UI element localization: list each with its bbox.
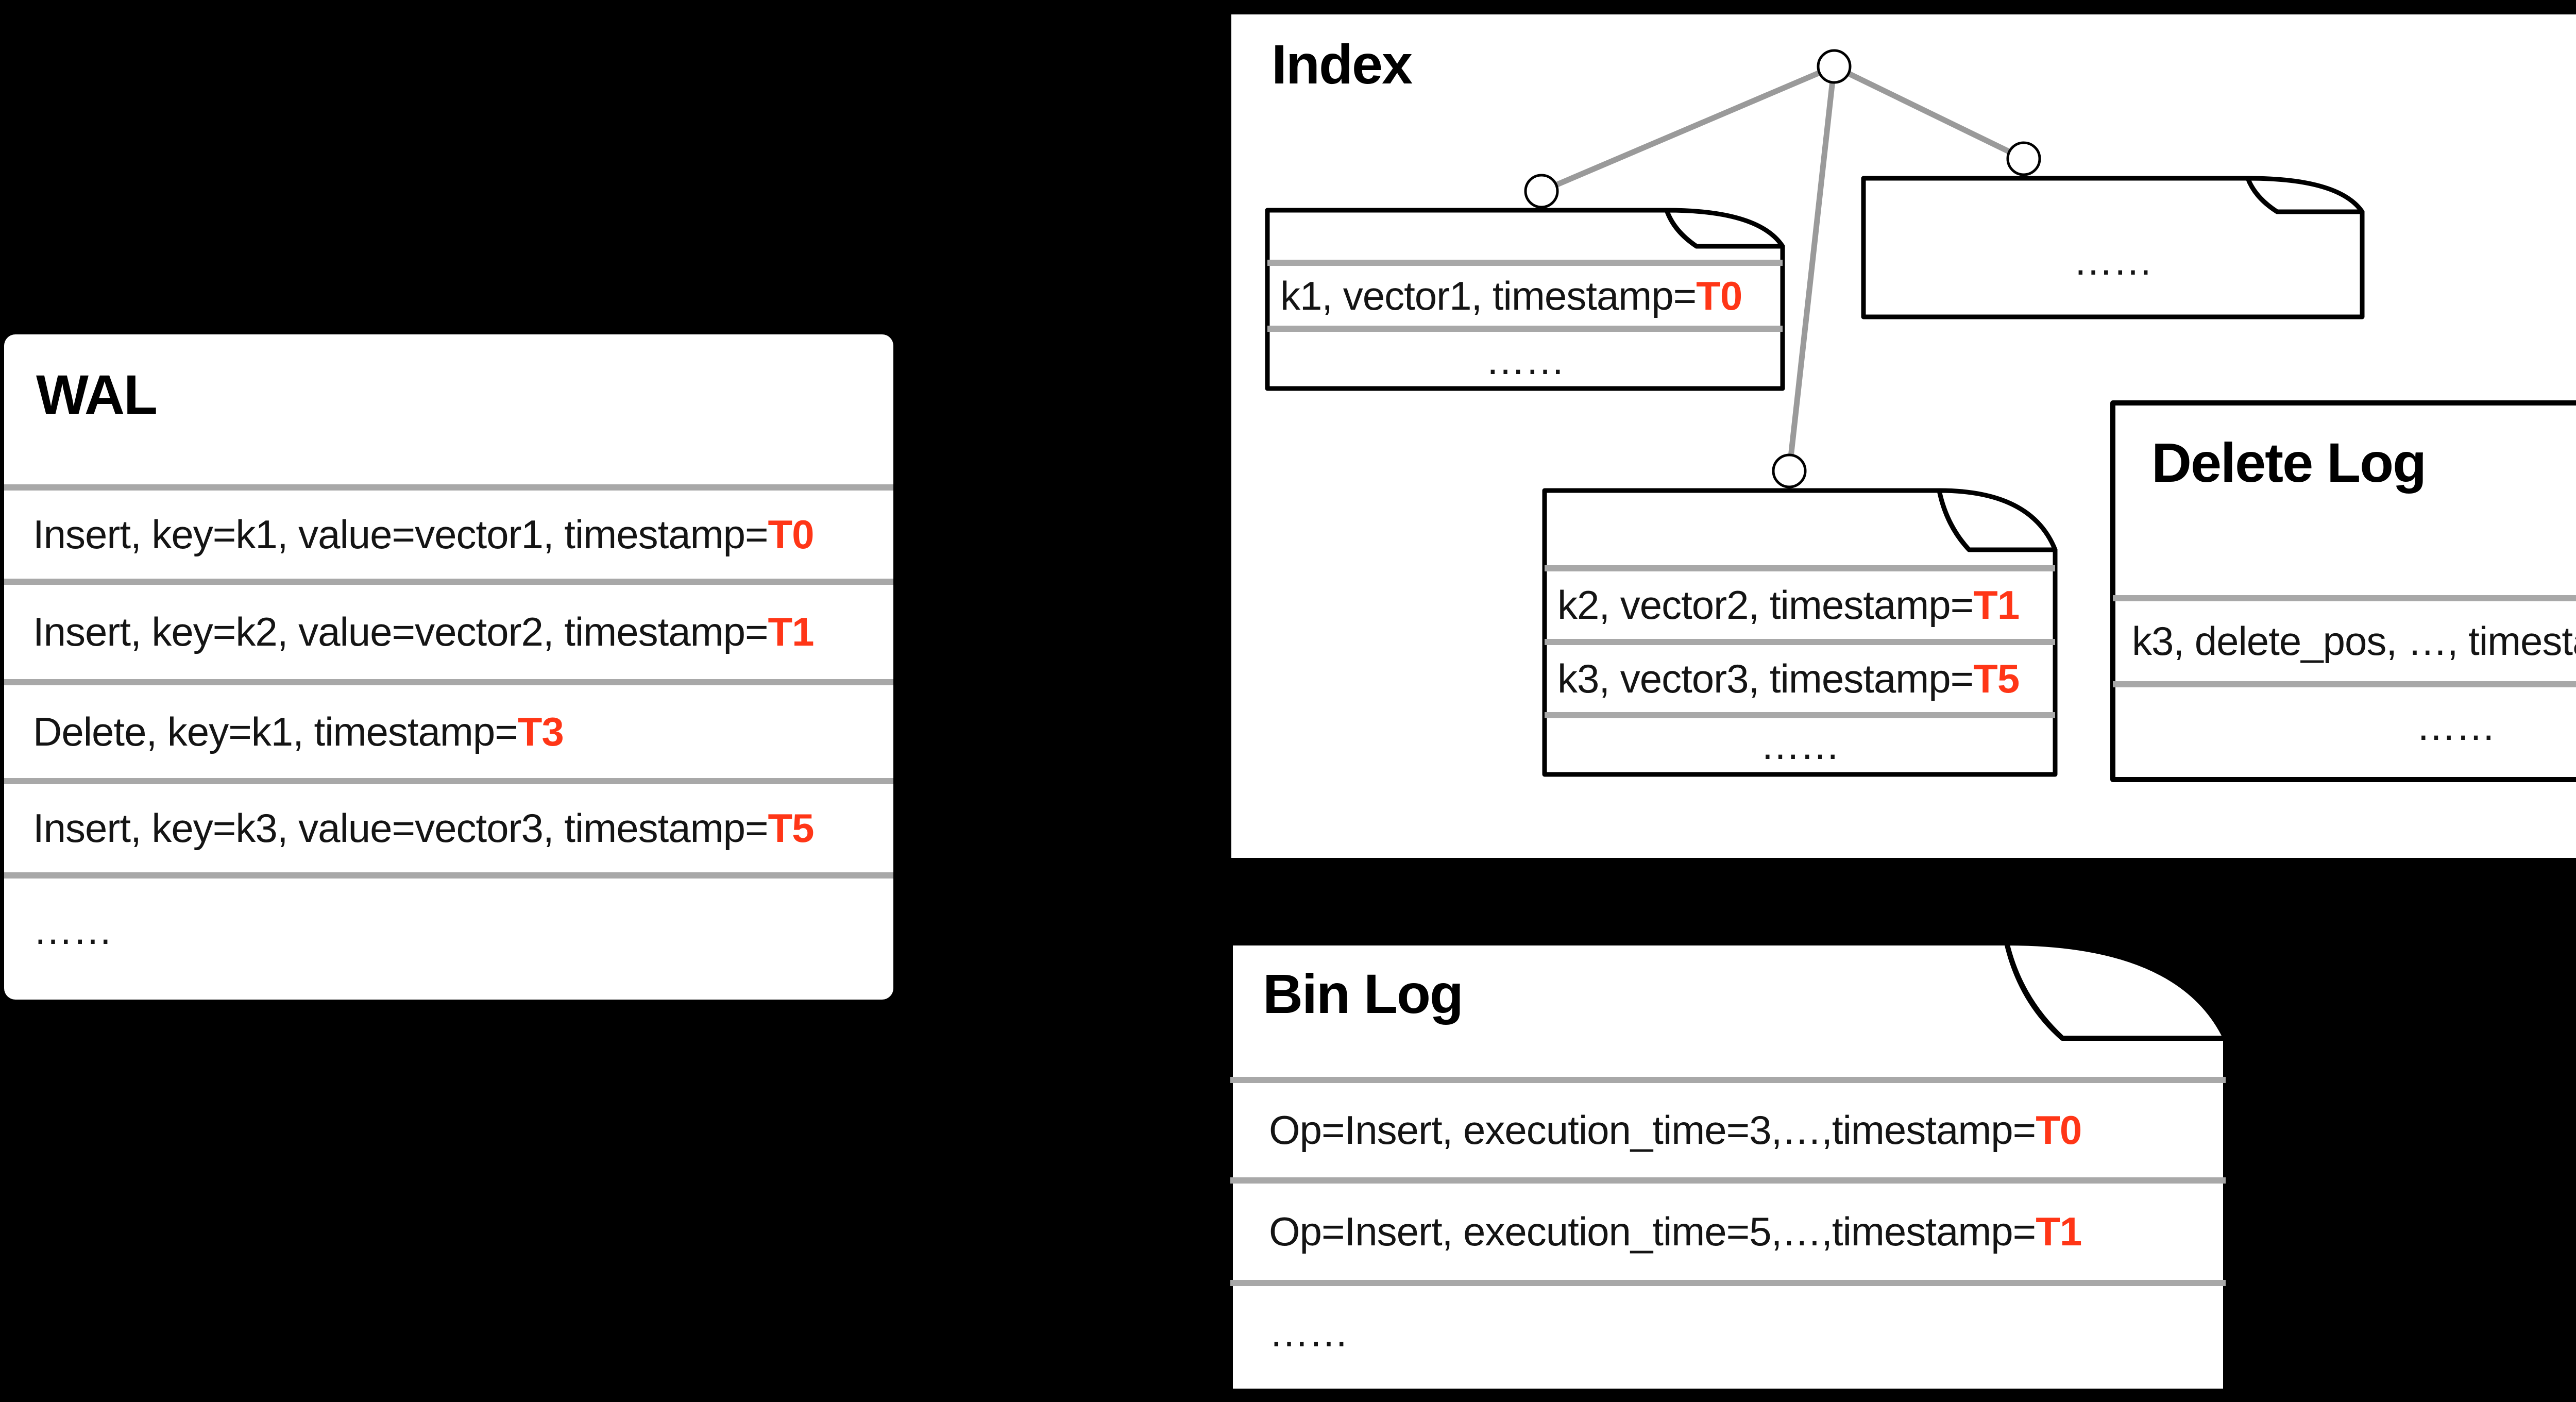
wal-row-text: Delete, key=k1, timestamp= (33, 708, 518, 754)
file-row: k3, delete_pos, …, timestamp=T3 (2132, 601, 2576, 681)
separator (1267, 260, 1783, 266)
separator (1230, 1177, 2226, 1184)
separator (4, 484, 893, 491)
index-title: Index (1272, 33, 1413, 95)
delete-log-file: Delete Log k3, delete_pos, …, timestamp=… (2110, 400, 2576, 782)
timestamp-value: T0 (768, 512, 815, 557)
file-row: k1, vector1, timestamp=T0 (1280, 266, 1742, 326)
separator (1545, 712, 2055, 718)
tree-edge (1833, 64, 2025, 161)
tree-node-circle (1524, 174, 1559, 209)
separator (4, 778, 893, 784)
tree-node-circle (1772, 453, 1807, 488)
folded-corner (2004, 940, 2228, 1041)
index-node-file-left: k1, vector1, timestamp=T0 …… (1265, 208, 1785, 391)
tree-edge (1786, 66, 1837, 471)
file-shape (1265, 208, 1785, 391)
wal-box: WAL Insert, key=k1, value=vector1, times… (4, 334, 893, 1000)
folded-corner (1664, 208, 1785, 249)
file-row: k2, vector2, timestamp=T1 (1557, 571, 2020, 639)
ellipsis-text: …… (1760, 722, 1840, 768)
bin-log-file: Bin Log Op=Insert, execution_time=3,…,ti… (1228, 940, 2228, 1394)
wal-more-row: …… (33, 879, 113, 982)
tree-edge (1540, 63, 1836, 194)
wal-row: Insert, key=k1, value=vector1, timestamp… (33, 491, 815, 579)
timestamp-value: T1 (2036, 1209, 2082, 1254)
file-row-text: k1, vector1, timestamp= (1280, 273, 1697, 318)
timestamp-value: T1 (1973, 582, 2020, 628)
separator (2113, 681, 2576, 687)
file-row: k3, vector3, timestamp=T5 (1557, 645, 2020, 712)
timestamp-value: T1 (768, 609, 815, 654)
file-row-text: k3, vector3, timestamp= (1557, 655, 1974, 701)
wal-row-text: Insert, key=k3, value=vector3, timestamp… (33, 805, 769, 851)
bin-log-row: Op=Insert, execution_time=5,…,timestamp=… (1269, 1184, 2082, 1280)
ellipsis-text: …… (1269, 1309, 1349, 1355)
timestamp-value: T3 (517, 708, 564, 754)
delete-log-title: Delete Log (2151, 431, 2427, 494)
bin-log-row: Op=Insert, execution_time=3,…,timestamp=… (1269, 1083, 2082, 1177)
ellipsis-text: …… (33, 907, 113, 953)
wal-title: WAL (36, 363, 158, 426)
file-shape (1861, 176, 2365, 319)
timestamp-value: T0 (2036, 1107, 2082, 1153)
ellipsis-row: …… (2110, 687, 2576, 765)
timestamp-value: T5 (1973, 655, 2020, 701)
ellipsis-row: …… (1861, 212, 2365, 310)
ellipsis-text: …… (2416, 703, 2496, 749)
wal-row-text: Insert, key=k1, value=vector1, timestamp… (33, 512, 769, 557)
separator (2113, 595, 2576, 601)
bin-log-more-row: …… (1269, 1286, 1349, 1379)
bin-log-title: Bin Log (1263, 962, 1464, 1025)
separator (1230, 1280, 2226, 1286)
separator (1230, 1077, 2226, 1083)
index-node-file-middle: k2, vector2, timestamp=T1 k3, vector3, t… (1542, 488, 2058, 777)
tree-node-circle (1817, 49, 1852, 84)
wal-row-text: Insert, key=k2, value=vector2, timestamp… (33, 609, 769, 654)
index-node-file-right: …… (1861, 176, 2365, 319)
bin-log-row-text: Op=Insert, execution_time=3,…,timestamp= (1269, 1107, 2036, 1153)
timestamp-value: T0 (1696, 273, 1742, 318)
folded-corner (1937, 488, 2058, 552)
wal-row: Delete, key=k1, timestamp=T3 (33, 685, 564, 778)
bin-log-row-text: Op=Insert, execution_time=5,…,timestamp= (1269, 1209, 2036, 1254)
separator (1545, 639, 2055, 645)
file-shape (1542, 488, 2058, 777)
timestamp-value: T5 (768, 805, 815, 851)
folded-corner (2245, 176, 2365, 214)
index-panel: Index k1, vector1, timestamp=T0 …… (1231, 14, 2576, 858)
file-row-text: k2, vector2, timestamp= (1557, 582, 1974, 628)
file-shape (1228, 940, 2228, 1394)
wal-row: Insert, key=k2, value=vector2, timestamp… (33, 585, 815, 679)
ellipsis-row: …… (1542, 718, 2058, 772)
ellipsis-text: …… (2073, 238, 2153, 283)
ellipsis-text: …… (1485, 337, 1565, 383)
separator (4, 579, 893, 585)
separator (1267, 326, 1783, 332)
separator (1545, 565, 2055, 571)
file-row-text: k3, delete_pos, …, timestamp= (2132, 618, 2576, 664)
wal-row: Insert, key=k3, value=vector3, timestamp… (33, 784, 815, 872)
tree-node-circle (2006, 141, 2041, 176)
ellipsis-row: …… (1265, 332, 1785, 388)
separator (4, 872, 893, 879)
separator (4, 679, 893, 685)
